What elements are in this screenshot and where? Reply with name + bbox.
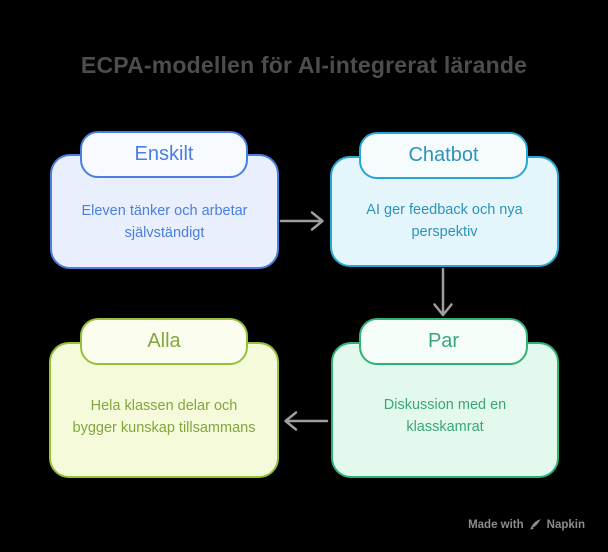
node-description-alla: Hela klassen delar och bygger kunskap ti…	[72, 398, 256, 436]
node-description-enskilt: Eleven tänker och arbetar självständigt	[81, 202, 248, 241]
node-label-par: Par	[427, 330, 460, 352]
arrow-chatbot-to-par-icon	[433, 267, 453, 317]
arrow-enskilt-to-chatbot-icon	[279, 211, 324, 231]
diagram-title: ECPA-modellen för AI-integrerat lärande	[80, 52, 528, 78]
node-header-par: Par	[359, 318, 528, 365]
watermark: Made with Napkin	[468, 518, 585, 531]
node-header-alla: Alla	[80, 318, 248, 365]
watermark-brand: Napkin	[546, 518, 585, 531]
node-description-chatbot: AI ger feedback och nya perspektiv	[366, 201, 523, 240]
node-header-chatbot: Chatbot	[359, 132, 528, 179]
node-header-enskilt: Enskilt	[80, 131, 248, 178]
node-label-enskilt: Enskilt	[134, 143, 194, 165]
napkin-logo-icon	[529, 518, 542, 531]
node-description-par: Diskussion med en klasskamrat	[383, 397, 507, 435]
arrow-par-to-alla-icon	[284, 411, 329, 431]
node-label-chatbot: Chatbot	[408, 144, 479, 166]
watermark-prefix: Made with	[468, 518, 524, 531]
node-label-alla: Alla	[147, 330, 181, 352]
